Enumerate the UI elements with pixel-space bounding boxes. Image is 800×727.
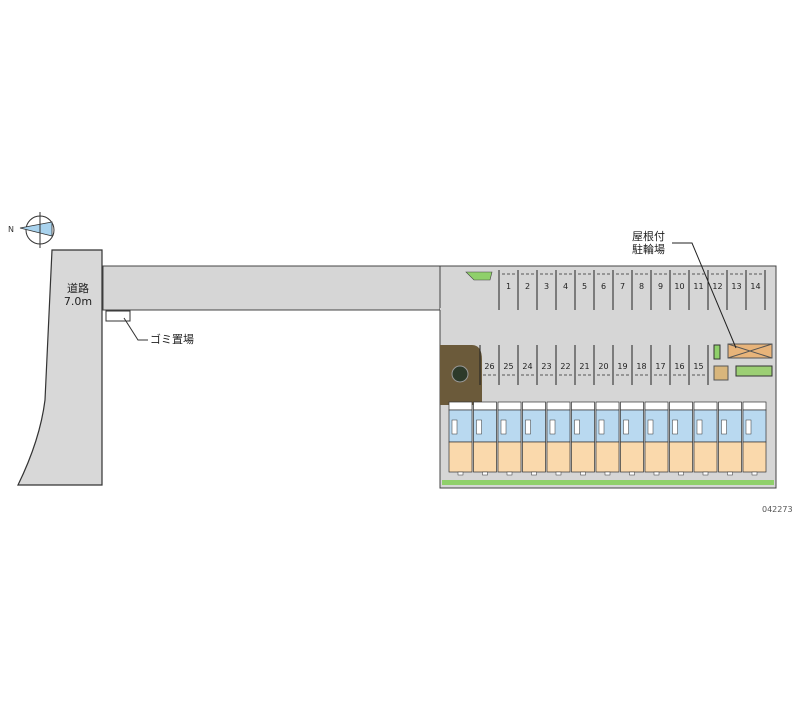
parking-number: 4 [563,282,568,291]
parking-number: 8 [639,282,644,291]
parking-number: 11 [693,282,703,291]
apartment-unit [669,401,693,476]
parking-space-11: 11 [688,270,705,310]
parking-space-5: 5 [574,270,591,310]
parking-number: 9 [658,282,663,291]
apartment-unit [497,401,522,476]
parking-space-17: 17 [650,345,667,385]
parking-number: 18 [636,362,646,371]
parking-number: 19 [617,362,627,371]
parking-space-19: 19 [612,345,629,385]
parking-space-2: 2 [517,270,534,310]
apartment-unit [644,401,669,476]
apartment-unit [546,401,571,476]
parking-space-12: 12 [707,270,724,310]
parking-space-18: 18 [631,345,648,385]
parking-space-16: 16 [669,345,686,385]
parking-number: 21 [579,362,589,371]
parking-space-26: 26 [479,345,496,385]
parking-space-20: 20 [593,345,610,385]
parking-space-13: 13 [726,270,743,310]
road [17,249,103,486]
apartment-unit [595,401,620,476]
parking-number: 22 [560,362,570,371]
bicycle-label-1: 屋根付 [632,230,665,243]
parking-number: 17 [655,362,665,371]
parking-number: 7 [620,282,625,291]
parking-space-4: 4 [555,270,572,310]
parking-space-15: 15 [688,345,705,385]
parking-number: 23 [541,362,551,371]
bicycle-label-2: 駐輪場 [632,243,665,256]
parking-number: 6 [601,282,606,291]
parking-space-24: 24 [517,345,534,385]
parking-space-3: 3 [536,270,553,310]
driveway [102,265,444,311]
parking-number: 2 [525,282,530,291]
apartment-unit [522,401,546,476]
parking-number: 16 [674,362,684,371]
parking-number: 20 [598,362,608,371]
garbage-area [105,310,131,322]
parking-space-25: 25 [498,345,515,385]
parking-number: 1 [506,282,511,291]
apartment-unit [693,401,718,476]
parking-number: 24 [522,362,532,371]
apartment-unit [448,401,473,476]
parking-number: 13 [731,282,741,291]
apartment-unit [620,401,644,476]
svg-text:N: N [8,225,14,234]
road-width: 7.0m [63,295,93,308]
apartment-unit [571,401,595,476]
grass-strip [442,480,774,485]
parking-number: 15 [693,362,703,371]
parking-number: 3 [544,282,549,291]
parking-space-22: 22 [555,345,572,385]
apartment-unit [742,401,767,476]
parking-space-1: 1 [498,270,515,310]
road-name: 道路 [67,282,89,295]
parking-number: 25 [503,362,513,371]
parking-space-6: 6 [593,270,610,310]
parking-number: 26 [484,362,494,371]
apartment-unit [718,401,742,476]
property-code: 042273 [762,505,793,514]
parking-space-23: 23 [536,345,553,385]
parking-number: 5 [582,282,587,291]
parking-space-7: 7 [612,270,629,310]
apartment-unit [473,401,497,476]
parking-space-9: 9 [650,270,667,310]
parking-number: 12 [712,282,722,291]
north-compass-icon: N [8,212,55,248]
parking-space-14: 14 [745,270,762,310]
parking-space-10: 10 [669,270,686,310]
parking-number: 10 [674,282,684,291]
parking-space-21: 21 [574,345,591,385]
parking-number: 14 [750,282,760,291]
parking-space-8: 8 [631,270,648,310]
garbage-label: ゴミ置場 [150,333,194,346]
